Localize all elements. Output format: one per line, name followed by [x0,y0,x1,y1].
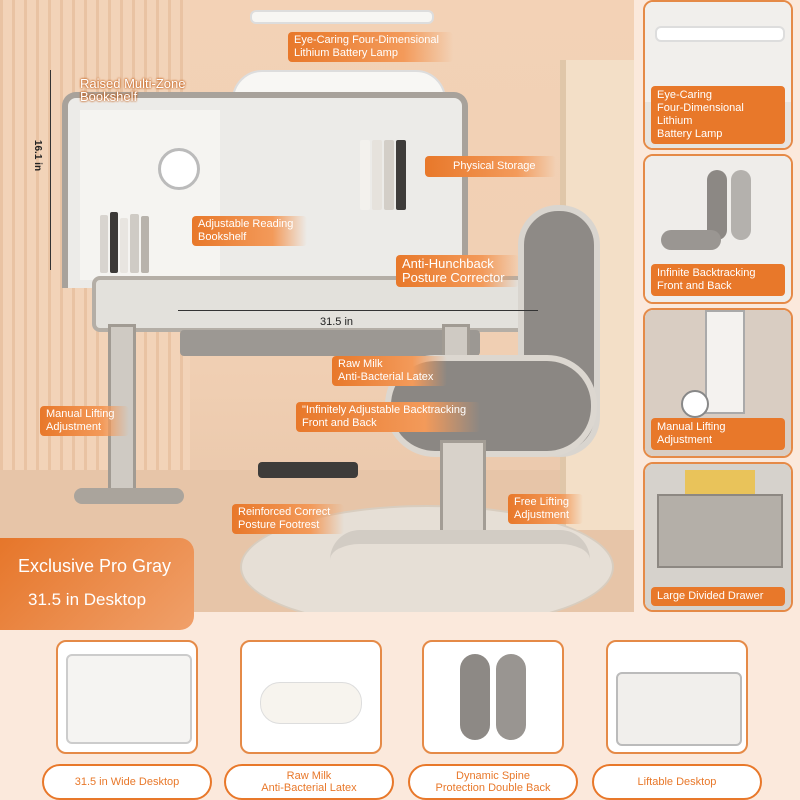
lamp-bar [250,10,434,24]
book [141,216,149,273]
chair-post [440,440,486,536]
book [120,218,128,273]
height-dimension: 16.1 in [32,139,44,172]
label-wide-desktop: 31.5 in Wide Desktop [42,764,212,800]
card-latex [240,640,382,754]
side-caption: Large Divided Drawer [651,587,785,606]
height-line [50,70,51,270]
promo-badge: Exclusive Pro Gray 31.5 in Desktop [0,538,194,630]
desk-drawer [180,330,480,356]
liftable-desk-image [616,672,742,746]
label-liftable-desktop: Liftable Desktop [592,764,762,800]
tag-physical-storage: Physical Storage [425,156,556,177]
promo-title: Exclusive Pro Gray [18,556,172,576]
backrest-pad-right [496,654,526,740]
desktop-image [66,654,192,744]
book [360,140,370,210]
chair-seat-icon [661,230,721,250]
width-line [178,310,538,311]
promo-subtitle: 31.5 in Desktop [28,590,147,609]
desk-leg [705,310,745,414]
alarm-clock-icon [158,148,200,190]
book [396,140,406,210]
product-scene: 16.1 in 31.5 in Eye-Caring Four-Dimensio… [0,0,634,612]
book [372,140,382,210]
book [100,215,108,273]
card-wide-desktop [56,640,198,754]
drawer-tray [657,494,783,568]
chair-back-icon [707,170,727,240]
side-panel-drawer: Large Divided Drawer [643,462,793,612]
lamp-bar [655,26,785,42]
crank-handle-icon [681,390,709,418]
book [384,140,394,210]
footrest [258,462,358,478]
book [110,212,118,273]
width-dimension: 31.5 in [320,316,354,328]
chair-back-icon [731,170,751,240]
desk-foot-left [74,488,184,504]
card-liftable-desktop [606,640,748,754]
latex-cushion-image [260,682,362,724]
card-double-back [422,640,564,754]
book-in-drawer [685,470,755,494]
backrest-pad-left [460,654,490,740]
chair-base [330,530,590,604]
book [130,214,139,273]
